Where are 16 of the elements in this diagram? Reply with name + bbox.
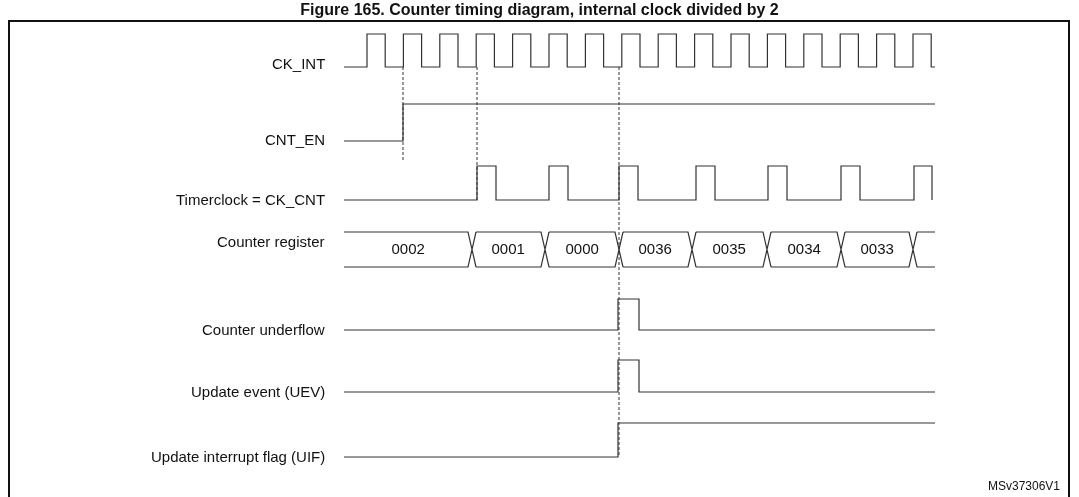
signal-name: CK_INT [272, 55, 326, 73]
signal-name: Timerclock = CK_CNT [176, 191, 326, 209]
register-value: 0001 [491, 240, 525, 258]
register-value: 0002 [391, 240, 425, 258]
register-value: 0033 [860, 240, 894, 258]
signal-name: Counter underflow [202, 321, 325, 339]
signal-name: Update event (UEV) [191, 383, 326, 401]
figure-id: MSv37306V1 [988, 478, 1061, 495]
signal-name: Counter register [217, 233, 325, 251]
figure-title: Figure 165. Counter timing diagram, internal clock divided by 2 [299, 0, 780, 19]
register-value: 0036 [638, 240, 672, 258]
register-value: 0034 [787, 240, 821, 258]
register-value: 0035 [712, 240, 746, 258]
signal-name: Update interrupt flag (UIF) [151, 448, 326, 466]
signal-name: CNT_EN [265, 131, 325, 149]
register-value: 0000 [565, 240, 599, 258]
